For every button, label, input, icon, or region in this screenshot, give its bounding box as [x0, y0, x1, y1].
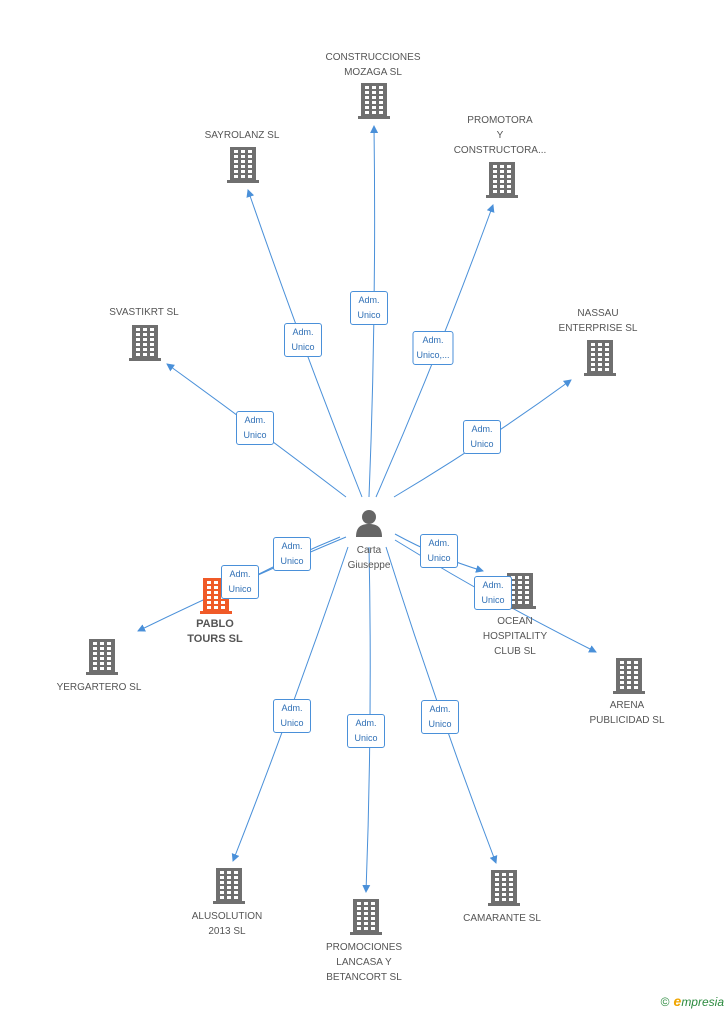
edge-label-construcciones-mozaga[interactable]: Adm. Unico [350, 291, 388, 325]
company-label-arena-publicidad[interactable]: ARENA PUBLICIDAD SL [589, 698, 664, 728]
company-label-promotora-constructora[interactable]: PROMOTORA Y CONSTRUCTORA... [454, 113, 547, 158]
building-icon-promociones-lancasa[interactable] [350, 899, 382, 935]
building-icon-arena-publicidad[interactable] [613, 658, 645, 694]
edge-label-text: Unico [291, 342, 315, 352]
edge-label-text: Unico [280, 718, 304, 728]
company-name-line: NASSAU [577, 308, 619, 319]
company-name-line: OCEAN [497, 616, 533, 627]
edge-label-sayrolanz[interactable]: Adm. Unico [284, 323, 322, 357]
edge-label-text: Adm. [471, 424, 493, 434]
edge-label-text: Unico [481, 595, 505, 605]
company-name-line: TOURS SL [187, 633, 243, 645]
edge-label-text: Adm. [358, 295, 380, 305]
company-label-camarante[interactable]: CAMARANTE SL [463, 911, 541, 926]
company-name-line: SVASTIKRT SL [109, 307, 179, 318]
edge-label-text: Adm. [422, 335, 444, 345]
company-name-line: CONSTRUCTORA... [453, 145, 547, 156]
edge-label-promotora-constructora[interactable]: Adm. Unico,... [412, 331, 454, 365]
edge-label-text: Adm. [292, 327, 314, 337]
company-name-line: PROMOCIONES [325, 942, 403, 953]
edge-label-alusolution[interactable]: Adm. Unico [273, 699, 311, 733]
company-label-promociones-lancasa[interactable]: PROMOCIONES LANCASA Y BETANCORT SL [326, 940, 402, 985]
company-name-line: CONSTRUCCIONES [325, 52, 421, 63]
building-icon-nassau-enterprise[interactable] [584, 340, 616, 376]
brand-logo-text: mpresia [681, 995, 724, 1009]
edge-label-text: Unico [280, 556, 304, 566]
edge-label-text: Unico [470, 439, 494, 449]
edge-label-pablo-tours[interactable]: Adm. Unico [273, 537, 311, 571]
edge-label-ocean-hospitality[interactable]: Adm. Unico [420, 534, 458, 568]
footer-brand[interactable]: ©empresia [661, 993, 724, 1009]
edge-label-text: Adm. [482, 580, 504, 590]
building-icon-camarante[interactable] [488, 870, 520, 906]
building-icon-alusolution[interactable] [213, 868, 245, 904]
company-label-svastikrt[interactable]: SVASTIKRT SL [109, 305, 178, 320]
edge-label-text: Adm. [229, 569, 251, 579]
icons-layer [86, 83, 645, 935]
brand-logo-initial: e [673, 993, 682, 1009]
company-name-line: PROMOTORA [467, 115, 533, 126]
edge-label-promociones-lancasa[interactable]: Adm. Unico [347, 714, 385, 748]
edge-label-text: Adm. [429, 704, 451, 714]
company-label-pablo-tours[interactable]: PABLO TOURS SL [187, 617, 242, 647]
edge-label-text: Adm. [428, 538, 450, 548]
building-icon-svastikrt[interactable] [129, 325, 161, 361]
company-name-line: Y [496, 130, 504, 141]
edge-label-text: Unico [228, 584, 252, 594]
edges-layer [137, 125, 597, 893]
copyright-symbol: © [660, 995, 670, 1009]
building-icon-sayrolanz[interactable] [227, 147, 259, 183]
company-name-line: CLUB SL [494, 646, 536, 657]
company-name-line: CAMARANTE SL [463, 913, 541, 924]
edge-label-nassau-enterprise[interactable]: Adm. Unico [463, 420, 501, 454]
company-name-line: 2013 SL [208, 926, 246, 937]
person-name-line: Carta [356, 545, 382, 556]
company-name-line: ENTERPRISE SL [558, 323, 638, 334]
edge-label-text: Unico [428, 719, 452, 729]
company-name-line: YERGARTERO SL [56, 682, 142, 693]
company-name-line: PABLO [196, 618, 234, 630]
edge-label-yergartero[interactable]: Adm. Unico [221, 565, 259, 599]
edge-label-text: Adm. [244, 415, 266, 425]
edge-label-text: Adm. [281, 541, 303, 551]
edge-label-text: Adm. [355, 718, 377, 728]
company-name-line: SAYROLANZ SL [204, 130, 280, 141]
company-name-line: ALUSOLUTION [191, 911, 263, 922]
company-name-line: LANCASA Y [336, 957, 392, 968]
company-label-nassau-enterprise[interactable]: NASSAU ENTERPRISE SL [559, 306, 638, 336]
edge-label-text: Adm. [281, 703, 303, 713]
edge-label-arena-publicidad[interactable]: Adm. Unico [474, 576, 512, 610]
person-icon[interactable] [356, 510, 382, 537]
edge-label-text: Unico [427, 553, 451, 563]
edge-label-text: Unico [243, 430, 267, 440]
company-name-line: PUBLICIDAD SL [589, 715, 665, 726]
edge-label-text: Unico [357, 310, 381, 320]
company-name-line: ARENA [609, 700, 645, 711]
company-label-sayrolanz[interactable]: SAYROLANZ SL [205, 128, 280, 143]
company-name-line: BETANCORT SL [326, 972, 402, 983]
edge-label-camarante[interactable]: Adm. Unico [421, 700, 459, 734]
company-label-alusolution[interactable]: ALUSOLUTION 2013 SL [192, 909, 263, 939]
edge-label-text: Unico [354, 733, 378, 743]
company-name-line: MOZAGA SL [344, 67, 402, 78]
building-icon-construcciones-mozaga[interactable] [358, 83, 390, 119]
company-label-construcciones-mozaga[interactable]: CONSTRUCCIONES MOZAGA SL [325, 50, 420, 80]
building-icon-yergartero[interactable] [86, 639, 118, 675]
company-label-yergartero[interactable]: YERGARTERO SL [57, 680, 142, 695]
person-name-line: Giuseppe [347, 560, 391, 571]
building-icon-promotora-constructora[interactable] [486, 162, 518, 198]
company-name-line: HOSPITALITY [482, 631, 548, 642]
edge-label-svastikrt[interactable]: Adm. Unico [236, 411, 274, 445]
company-label-ocean-hospitality[interactable]: OCEAN HOSPITALITY CLUB SL [483, 614, 547, 659]
edge-label-text: Unico,... [416, 350, 450, 360]
